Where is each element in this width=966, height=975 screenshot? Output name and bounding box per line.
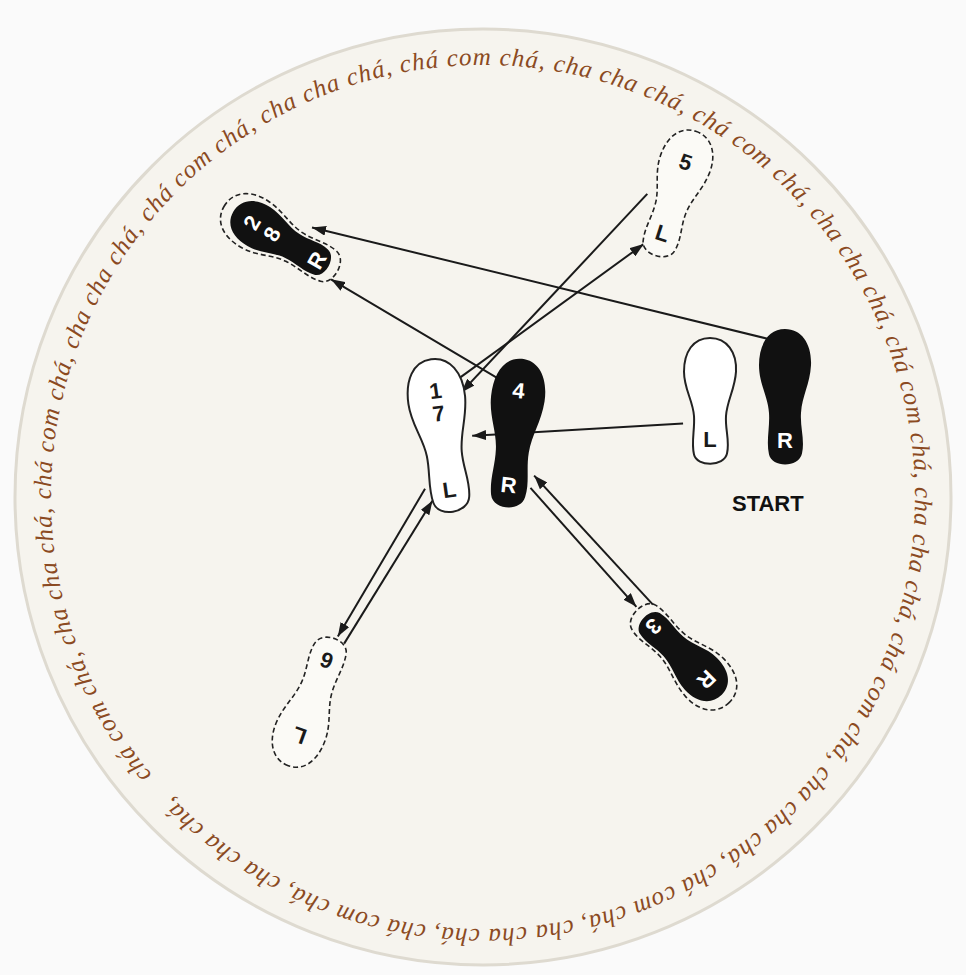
- step-number-group: 4: [511, 379, 526, 403]
- step-number-group: 5: [676, 149, 695, 175]
- footprint-text-box: 4R: [475, 352, 553, 518]
- step-arrow: [344, 501, 432, 644]
- footprint-text-box: L: [680, 335, 740, 470]
- lyric-ring-text: chá com chá, cha cha chá, chá com chá, c…: [29, 43, 937, 951]
- sole-fill: [480, 356, 549, 510]
- step-number-group: 28: [239, 212, 285, 246]
- step-arrow: [312, 227, 770, 339]
- start-label: START: [732, 492, 804, 516]
- step-number: 6: [317, 647, 336, 673]
- lyric-ring: chá com chá, cha cha chá, chá com chá, c…: [29, 43, 937, 951]
- footprint-text-box: 3R: [611, 584, 754, 727]
- sole-fill: [628, 601, 738, 711]
- footprint-shape: [625, 119, 725, 271]
- footprint: 28R: [206, 178, 358, 302]
- footprint: 5L: [625, 119, 725, 271]
- footprint: 17L: [398, 351, 486, 524]
- sole-fill: [222, 192, 340, 286]
- sole-dashed-outline: [264, 629, 359, 774]
- step-number-group: 6: [317, 647, 336, 673]
- step-arrow: [530, 488, 636, 607]
- foot-letter: L: [289, 722, 310, 748]
- foot-letter: L: [703, 428, 716, 451]
- step-arrow: [457, 244, 644, 380]
- footprint-shape: [611, 584, 754, 727]
- foot-letter: R: [500, 473, 518, 498]
- sole-fill: [759, 329, 811, 464]
- plate-disc: [15, 29, 951, 965]
- foot-letter: L: [441, 477, 458, 502]
- sole-outline: [403, 355, 481, 515]
- step-arrow: [534, 476, 653, 605]
- step-number: 8: [259, 223, 285, 245]
- step-number: 4: [511, 379, 526, 403]
- sole-dashed-outline: [211, 183, 351, 295]
- step-number-group: 17: [428, 378, 447, 425]
- foot-letter: R: [303, 248, 331, 273]
- step-number: 3: [641, 614, 666, 639]
- footprint: R: [755, 326, 815, 471]
- footprint: 3R: [611, 584, 754, 727]
- step-number: 5: [676, 149, 695, 175]
- footprint-text-box: R: [755, 326, 815, 471]
- sole-dashed-outline: [631, 123, 721, 263]
- footprint-shape: [259, 622, 365, 779]
- footprint: 6L: [259, 622, 365, 779]
- step-number-group: 3: [641, 614, 666, 639]
- step-arrow: [338, 489, 425, 637]
- footprint-text-box: 6L: [259, 622, 365, 779]
- sole-outline: [684, 337, 736, 463]
- footprint: 4R: [475, 352, 553, 518]
- footprint-text-box: 5L: [625, 119, 725, 271]
- footprint: L: [680, 335, 740, 470]
- footprint-shape: [398, 351, 486, 524]
- foot-letter: R: [693, 666, 721, 694]
- step-arrow: [331, 279, 499, 379]
- footprint-text-box: 28R: [206, 178, 358, 302]
- step-number: 1: [428, 378, 443, 403]
- step-number: 7: [431, 401, 446, 426]
- foot-letter: L: [653, 220, 673, 246]
- footprint-text-box: 17L: [398, 351, 486, 524]
- sole-dashed-outline: [618, 591, 748, 721]
- foot-letter: R: [777, 429, 793, 452]
- step-arrow: [461, 194, 647, 392]
